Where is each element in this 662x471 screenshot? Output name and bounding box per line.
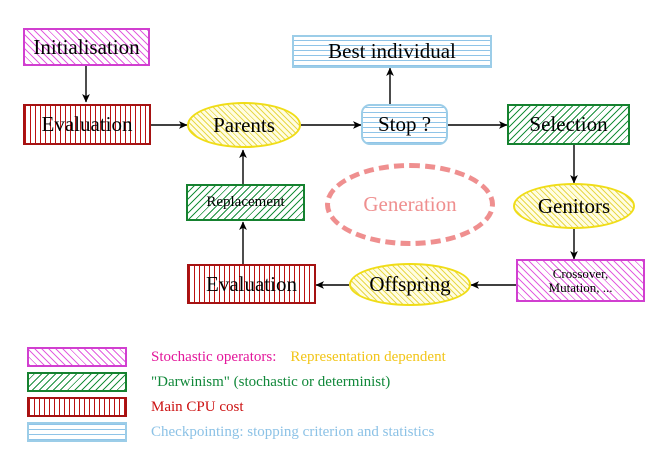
legend-row-checkpointing: Checkpointing: stopping criterion and st…	[27, 422, 434, 442]
legend-row-main-cpu-cost: Main CPU cost	[27, 397, 244, 417]
node-selection[interactable]: Selection	[507, 104, 630, 145]
node-crossover-mutation-label: Crossover, Mutation, ...	[548, 265, 613, 295]
node-best-individual[interactable]: Best individual	[292, 35, 492, 68]
node-evaluation-bottom[interactable]: Evaluation	[187, 264, 316, 304]
legend-row-darwinism: "Darwinism" (stochastic or determinist)	[27, 372, 390, 392]
node-replacement-label: Replacement	[206, 193, 285, 210]
node-best-individual-label: Best individual	[328, 39, 456, 64]
node-offspring[interactable]: Offspring	[349, 263, 471, 306]
node-evaluation-top[interactable]: Evaluation	[23, 104, 151, 145]
node-generation: Generation	[325, 163, 495, 246]
node-evaluation-bottom-label: Evaluation	[206, 271, 297, 296]
node-initialisation[interactable]: Initialisation	[23, 28, 150, 66]
node-initialisation-label: Initialisation	[33, 34, 140, 59]
legend-label-main-cpu-cost: Main CPU cost	[151, 398, 244, 415]
node-parents[interactable]: Parents	[187, 102, 301, 148]
node-crossover-mutation[interactable]: Crossover, Mutation, ...	[516, 259, 645, 302]
node-generation-label: Generation	[363, 192, 457, 216]
node-offspring-label: Offspring	[369, 272, 451, 297]
legend-swatch-stochastic-operators	[27, 347, 127, 367]
node-genitors-label: Genitors	[537, 193, 611, 218]
legend-label-darwinism: "Darwinism" (stochastic or determinist)	[151, 373, 391, 390]
legend-swatch-checkpointing	[27, 422, 127, 442]
node-evaluation-top-label: Evaluation	[41, 112, 133, 137]
legend-row-stochastic-operators: Stochastic operators: Representation dep…	[27, 347, 446, 367]
node-parents-label: Parents	[213, 112, 275, 137]
legend-swatch-main-cpu-cost	[27, 397, 127, 417]
legend-label-stochastic-operators: Stochastic operators:	[151, 348, 277, 365]
legend-label-representation-dependent: Representation dependent	[290, 348, 446, 365]
legend-label-checkpointing: Checkpointing: stopping criterion and st…	[151, 423, 435, 440]
node-stop[interactable]: Stop ?	[361, 104, 448, 145]
node-selection-label: Selection	[529, 112, 608, 137]
node-replacement[interactable]: Replacement	[186, 184, 305, 221]
legend-swatch-darwinism	[27, 372, 127, 392]
node-stop-label: Stop ?	[377, 112, 432, 137]
node-genitors[interactable]: Genitors	[513, 183, 635, 229]
